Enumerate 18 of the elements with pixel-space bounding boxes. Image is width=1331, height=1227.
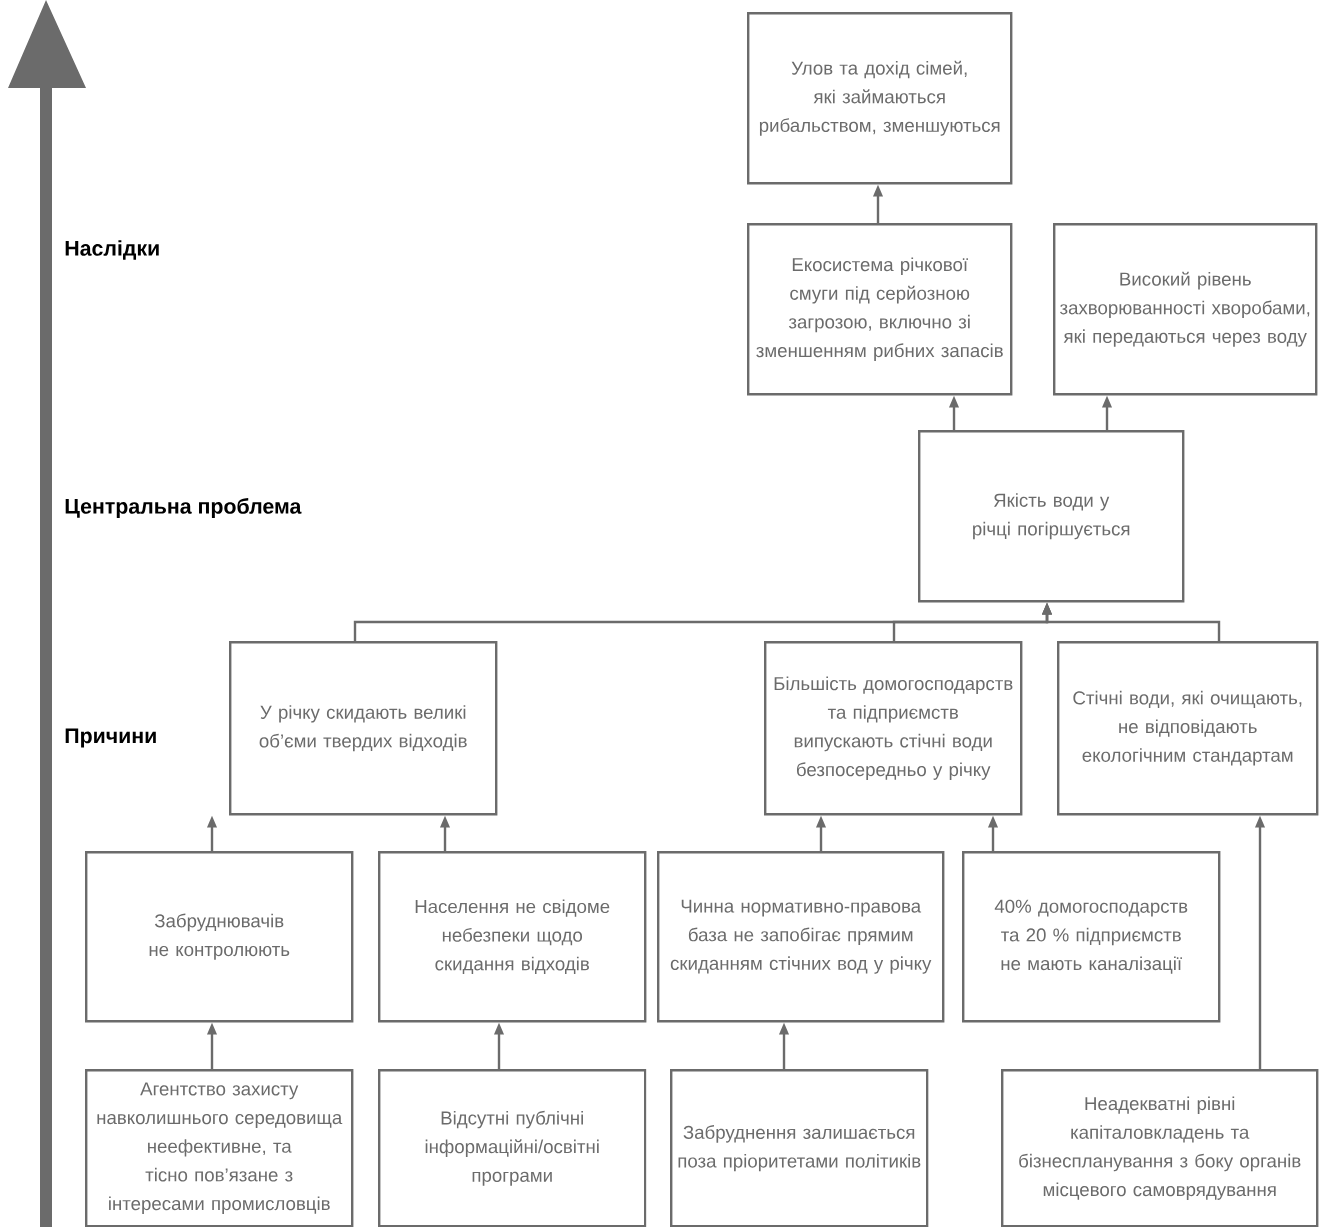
cause-effect-box: Чинна нормативно-правова база не запобігає прямим скиданням стічних вод у річку [657, 851, 945, 1023]
cause-effect-box: Населення не свідоме небезпеки щодо скидання відходів [378, 851, 647, 1023]
cause-effect-box: Екосистема річкової смуги під серйозною загрозою, включно зі зменшенням рибних запасів [747, 223, 1013, 396]
cause-effect-box: Забруднення залишається поза пріоритетами політиків [670, 1069, 929, 1227]
cause-effect-box: Високий рівень захворюванності хворобами, які передаються через воду [1053, 223, 1318, 396]
cause-effect-box: У річку скидають великі об’єми твердих відходів [229, 641, 498, 816]
cause-effect-box: Агентство захисту навколишнього середовища неефективне, та тісно пов’язане з інтересами промисловців [85, 1069, 354, 1227]
cause-effect-box: Улов та дохід сімей, які займаються рибальством, зменшуються [747, 12, 1013, 185]
cause-effect-box: Відсутні публічні інформаційні/освітні програми [378, 1069, 647, 1227]
cause-effect-box: 40% домогосподарств та 20 % підприємств не мають каналізації [962, 851, 1221, 1023]
level-label: Причини [65, 728, 156, 748]
level-label: Наслідки [65, 240, 159, 260]
cause-effect-box: Стічні води, які очищають, не відповідають екологічним стандартам [1057, 641, 1319, 816]
level-label: Центральна проблема [65, 497, 302, 519]
cause-effect-box: Забруднювачів не контролюють [85, 851, 354, 1023]
cause-effect-box: Більшість домогосподарств та підприємств випускають стічні води безпосередньо у річку [764, 641, 1023, 816]
cause-effect-box: Неадекватні рівні капіталовкладень та бізнеспланування з боку органів місцевого самоврядування [1001, 1069, 1319, 1227]
cause-effect-box: Якість води у річці погіршується [918, 430, 1185, 603]
